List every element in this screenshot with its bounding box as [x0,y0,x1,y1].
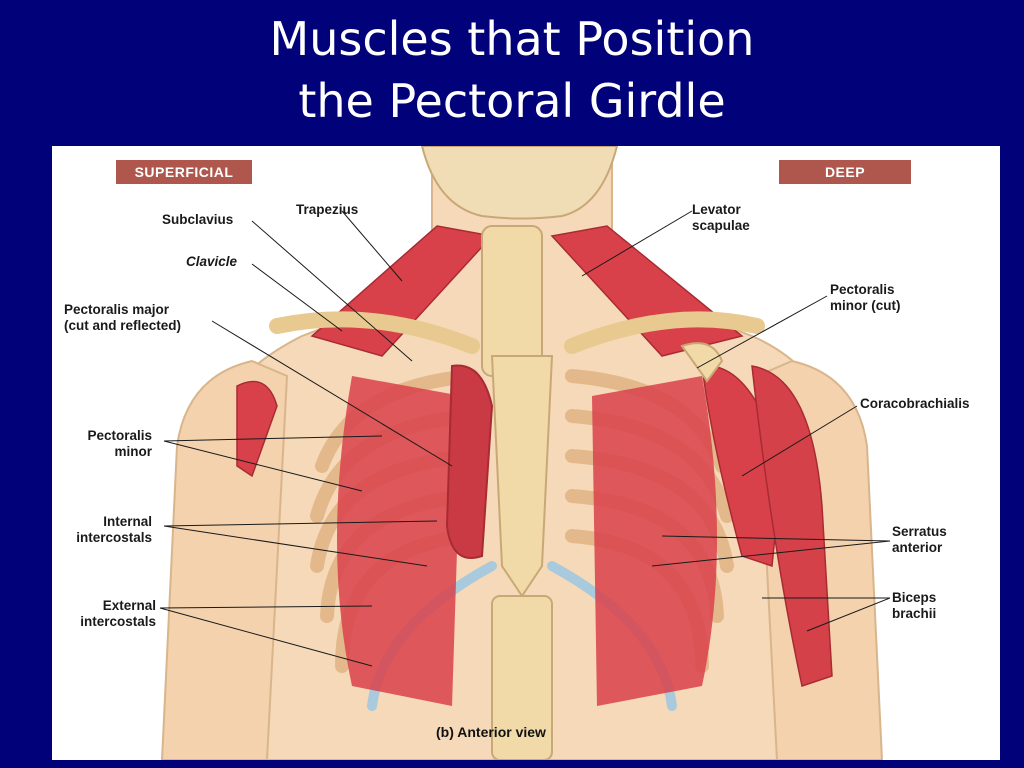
title-line-1: Muscles that Position [269,12,755,66]
label-serratus-anterior-line-2: anterior [892,540,943,555]
lower-spine [491,595,553,760]
label-trapezius: Trapezius [296,202,359,217]
label-pectoralis-major-line-1: Pectoralis major [64,302,170,317]
label-coracobrachialis: Coracobrachialis [860,396,970,411]
label-external-intercostals-line-2: intercostals [80,614,156,629]
anatomy-figure: SUPERFICIAL DEEP Subclavius Clavicle Tra… [52,146,1000,760]
label-internal-intercostals-line-1: Internal [103,514,152,529]
anatomy-illustration [159,146,891,760]
label-subclavius: Subclavius [162,212,234,227]
label-external-intercostals: External intercostals [56,598,156,630]
label-levator-scapulae-line-1: Levator [692,202,741,217]
pectoralis-major-reflected [445,364,494,559]
label-internal-intercostals-line-2: intercostals [76,530,152,545]
label-biceps-brachii: Biceps brachii [892,590,936,622]
slide-title: Muscles that Position the Pectoral Girdl… [0,8,1024,132]
title-line-2: the Pectoral Girdle [298,74,726,128]
label-internal-intercostals: Internal intercostals [56,514,152,546]
coracoid-process [680,342,724,383]
label-serratus-anterior-line-1: Serratus [892,524,947,539]
label-clavicle: Clavicle [186,254,238,269]
leader-lines [159,210,891,667]
jaw-bone [420,146,619,220]
intercostal-muscles [337,376,717,706]
label-levator-scapulae: Levator scapulae [692,202,750,234]
label-biceps-brachii-line-2: brachii [892,606,937,621]
label-pectoralis-major: Pectoralis major (cut and reflected) [64,302,181,334]
label-pectoralis-minor-cut-line-2: minor (cut) [830,298,901,313]
sternum [490,355,554,598]
clavicle-right [564,311,765,354]
label-levator-scapulae-line-2: scapulae [692,218,750,233]
label-pectoralis-minor-line-1: Pectoralis [87,428,152,443]
superficial-tag: SUPERFICIAL [116,160,252,184]
label-pectoralis-minor-cut-line-1: Pectoralis [830,282,895,297]
label-pectoralis-major-line-2: (cut and reflected) [64,318,182,333]
label-pectoralis-minor: Pectoralis minor [64,428,152,460]
label-external-intercostals-line-1: External [102,598,156,613]
label-biceps-brachii-line-1: Biceps [892,590,937,605]
cervical-spine [481,225,543,377]
label-pectoralis-minor-cut: Pectoralis minor (cut) [830,282,901,314]
deep-tag: DEEP [779,160,911,184]
label-serratus-anterior: Serratus anterior [892,524,947,556]
figure-caption: (b) Anterior view [436,724,546,740]
clavicle-left [269,311,480,354]
label-pectoralis-minor-line-2: minor [114,444,152,459]
biceps-muscle [751,365,833,687]
